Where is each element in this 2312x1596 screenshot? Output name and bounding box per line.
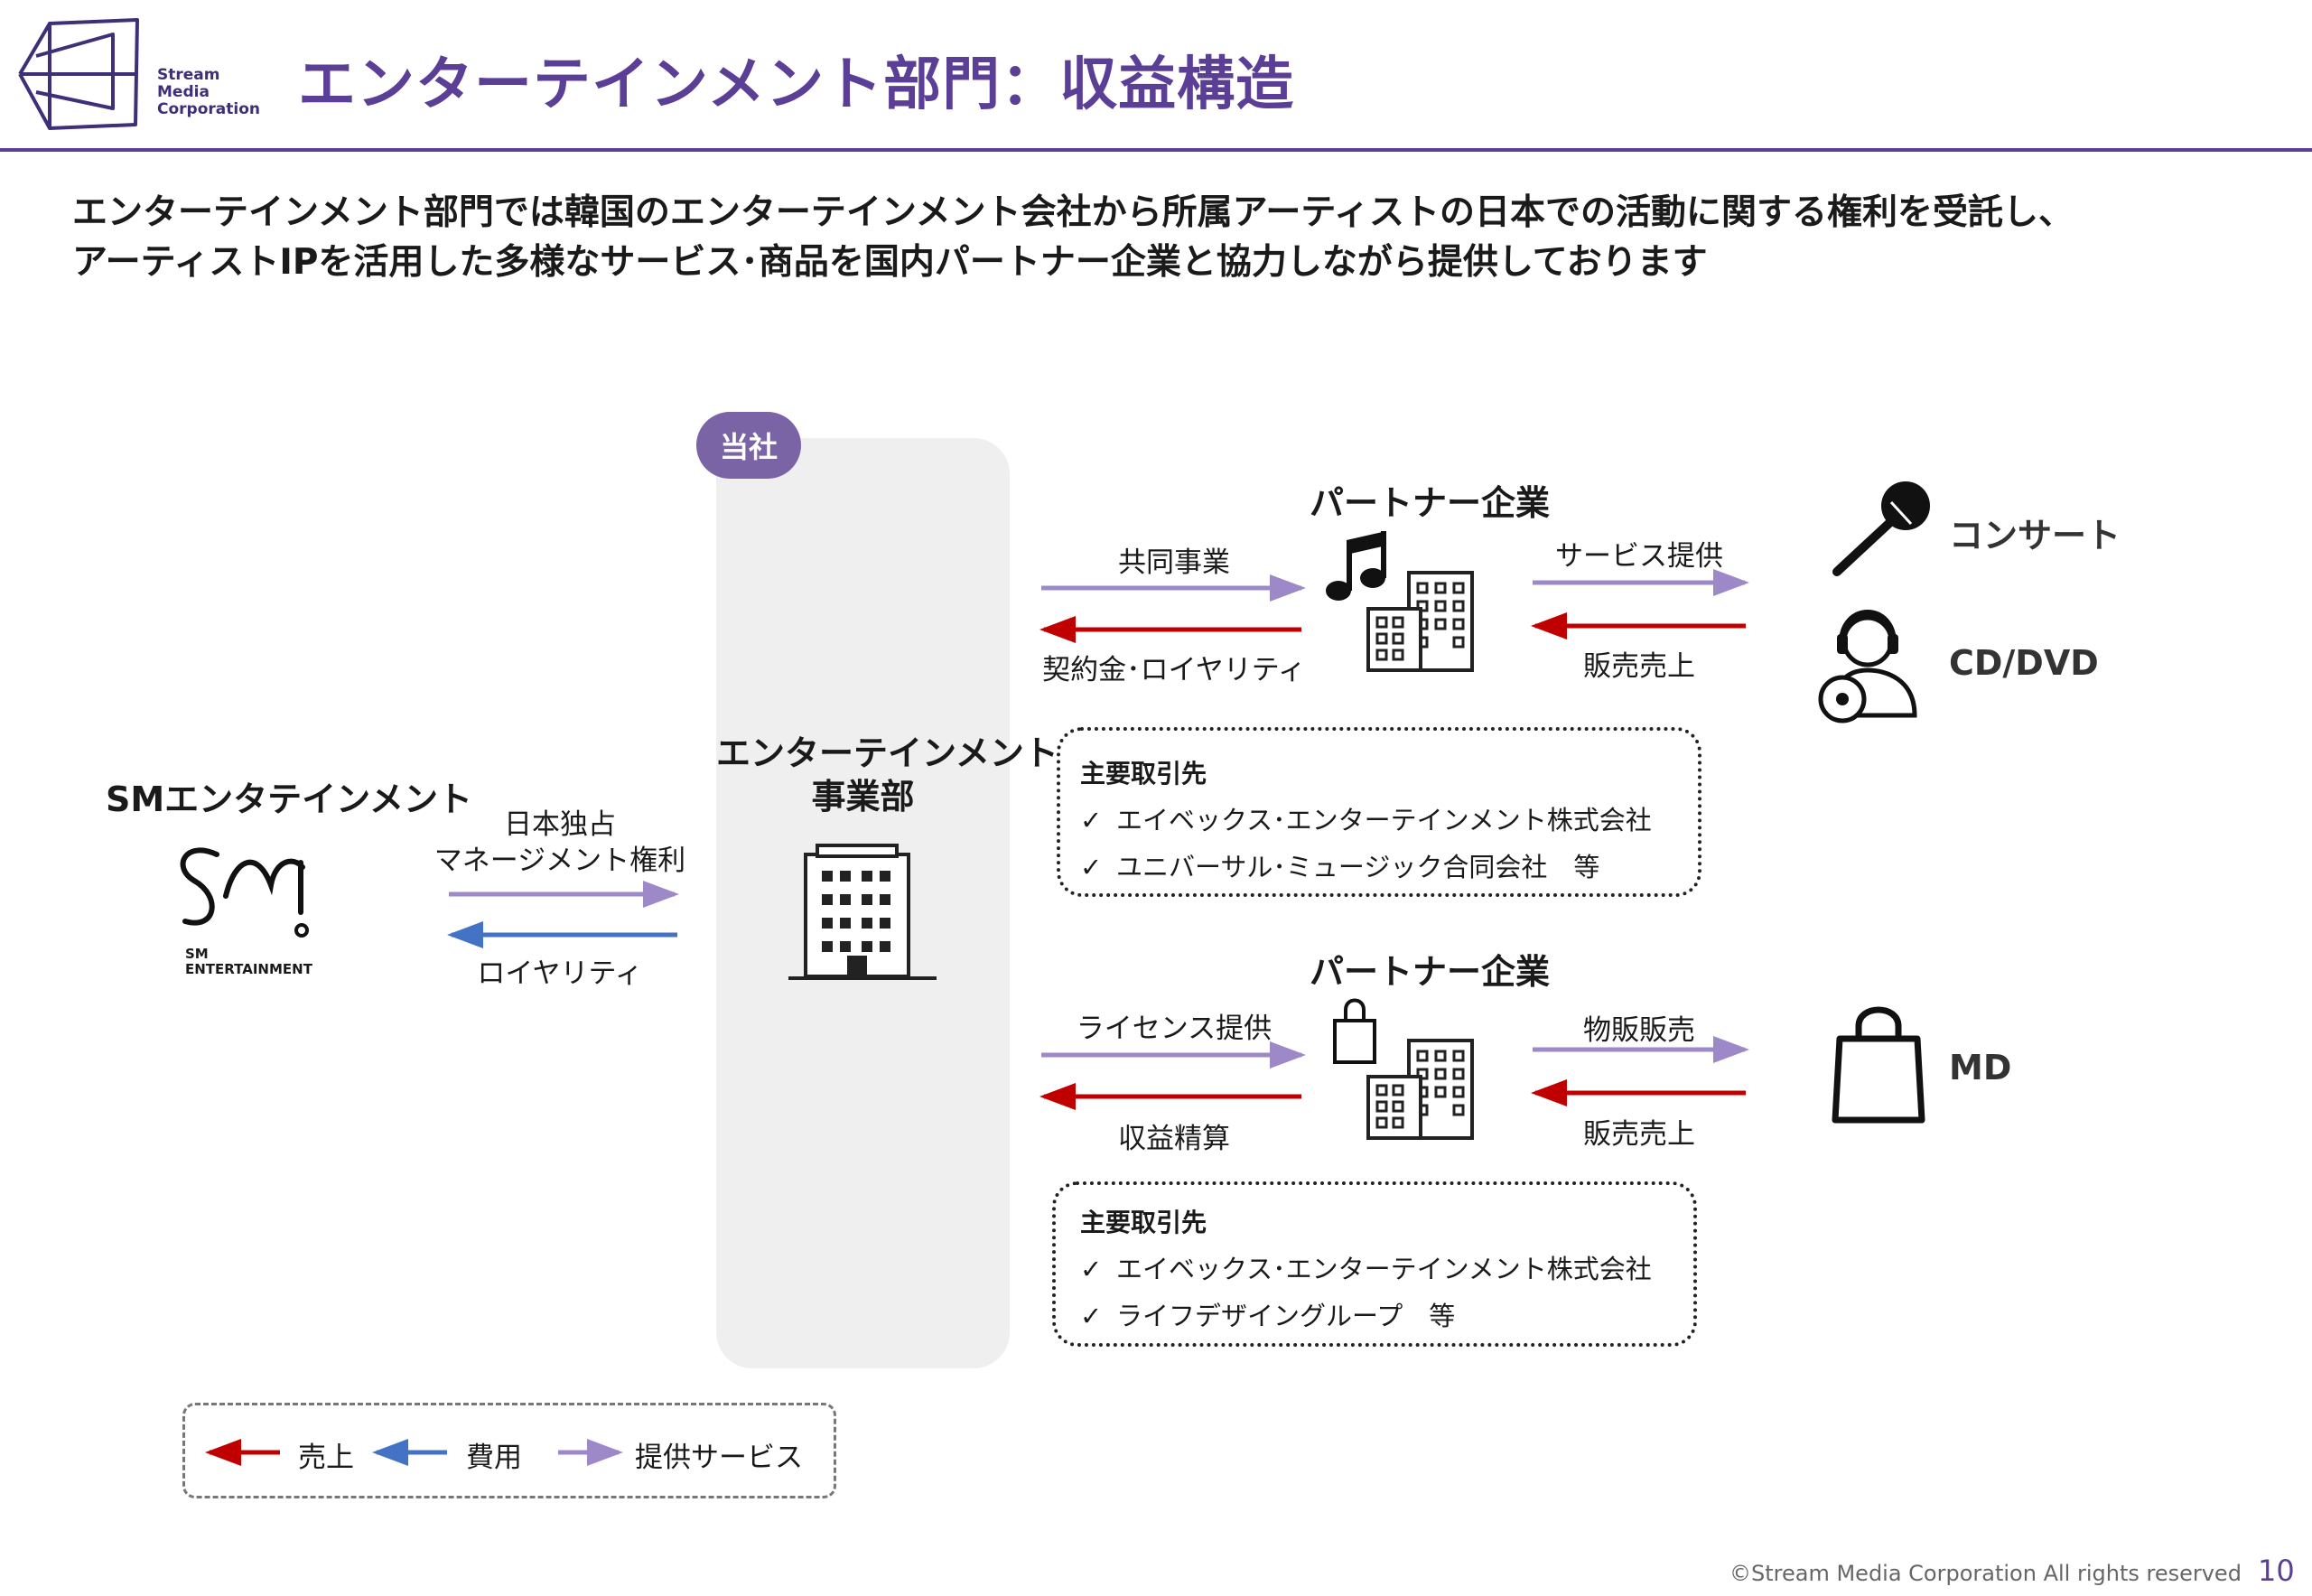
clients-box-top: 主要取引先 ✓エイベックス･エンターテインメント株式会社 ✓ユニバーサル･ミュー… <box>1057 727 1701 897</box>
stream-media-logo <box>18 18 139 130</box>
clients-title-bottom: 主要取引先 <box>1080 1208 1207 1237</box>
copyright: ©Stream Media Corporation All rights res… <box>1729 1561 2242 1586</box>
label-sales-top: 販売売上 <box>1583 650 1695 683</box>
client-item: ✓ライフデザイングループ 等 <box>1080 1301 1456 1331</box>
check-icon: ✓ <box>1080 1301 1103 1331</box>
company-badge: 当社 <box>696 412 801 479</box>
page-number: 10 <box>2258 1554 2295 1588</box>
label-contract-royalty: 契約金･ロイヤリティ <box>1042 654 1306 686</box>
legend-sales: 売上 <box>298 1442 354 1474</box>
label-royalty: ロイヤリティ <box>477 957 643 990</box>
lead-text: エンターテインメント部門では韓国のエンターテインメント会社から所属アーティストの… <box>72 192 2074 283</box>
cd-listener-icon <box>1818 610 1917 723</box>
page-title: エンターテインメント部門：収益構造 <box>298 51 1295 118</box>
partner-bottom-header: パートナー企業 <box>1310 952 1551 992</box>
sm-name: SMエンタテインメント <box>106 779 473 819</box>
service-concert: コンサート <box>1949 516 2121 555</box>
building-icon <box>788 844 937 980</box>
sm-entertainment-logo <box>180 847 305 926</box>
label-service-provide: サービス提供 <box>1555 540 1723 573</box>
header-divider <box>0 148 2312 152</box>
client-item: ✓エイベックス･エンターテインメント株式会社 <box>1080 805 1652 835</box>
client-item: ✓エイベックス･エンターテインメント株式会社 <box>1080 1254 1652 1284</box>
check-icon: ✓ <box>1080 805 1103 835</box>
label-management-rights: 日本独占マネージメント権利 <box>434 808 686 877</box>
building-icon <box>1366 571 1474 672</box>
label-sales-bottom: 販売売上 <box>1583 1118 1695 1151</box>
check-icon: ✓ <box>1080 852 1103 882</box>
shopping-bag-icon <box>1333 998 1376 1064</box>
label-revenue-settlement: 収益精算 <box>1118 1123 1230 1155</box>
legend-cost: 費用 <box>466 1442 522 1474</box>
label-merch-sales: 物販販売 <box>1583 1014 1695 1047</box>
partner-top-header: パートナー企業 <box>1310 483 1551 523</box>
legend-service: 提供サービス <box>635 1442 803 1474</box>
building-icon <box>1366 1039 1474 1140</box>
client-item: ✓ユニバーサル･ミュージック合同会社 等 <box>1080 852 1600 882</box>
service-md: MD <box>1949 1048 2012 1087</box>
legend <box>182 1403 836 1498</box>
music-note-icon <box>1326 531 1386 601</box>
label-joint-business: 共同事業 <box>1118 546 1230 579</box>
shopping-bag-icon <box>1832 1006 1925 1124</box>
check-icon: ✓ <box>1080 1254 1103 1284</box>
division-name: エンターテインメント事業部 <box>716 733 1058 817</box>
label-license: ライセンス提供 <box>1076 1013 1273 1045</box>
microphone-icon <box>1832 481 1930 576</box>
clients-box-bottom: 主要取引先 ✓エイベックス･エンターテインメント株式会社 ✓ライフデザイングルー… <box>1052 1181 1697 1347</box>
clients-title-top: 主要取引先 <box>1080 759 1207 789</box>
service-cd-dvd: CD/DVD <box>1949 643 2099 683</box>
